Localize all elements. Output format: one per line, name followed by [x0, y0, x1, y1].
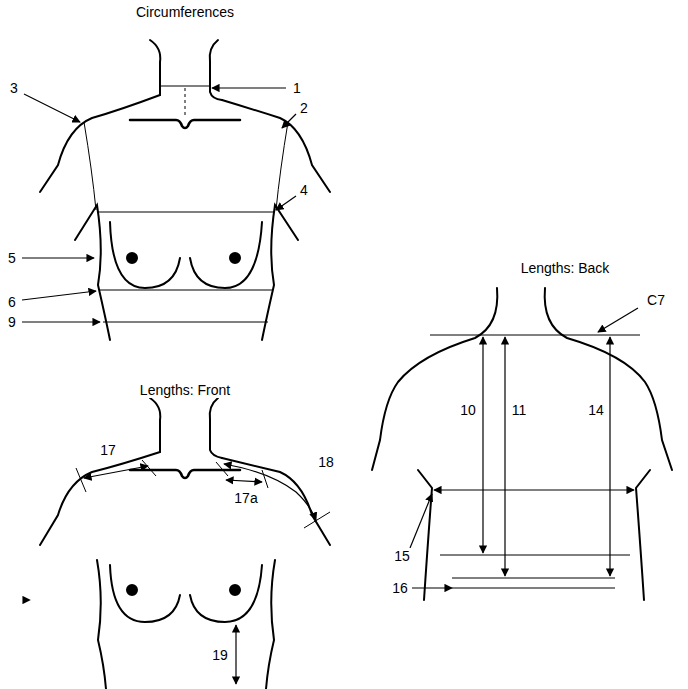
callout-number: 5 [7, 250, 17, 266]
callout-number: 3 [9, 80, 19, 96]
callout-number: 17 [99, 442, 117, 458]
callout-number: C7 [646, 292, 666, 308]
heading: Lengths: Back [520, 260, 611, 276]
callout-number: 2 [299, 100, 309, 116]
callout-number: 9 [7, 314, 17, 330]
callout-number: 11 [511, 402, 528, 418]
callout-number: 1 [292, 80, 302, 96]
callout-number: 17a [233, 490, 258, 506]
heading: Lengths: Front [139, 382, 231, 398]
callout-number: 19 [211, 647, 229, 663]
callout-number: 6 [7, 294, 17, 310]
callout-number: 18 [317, 454, 335, 470]
callout-number: 16 [391, 580, 409, 596]
callout-number: 14 [587, 402, 605, 418]
callout-number: 10 [459, 402, 477, 418]
callout-number: 15 [393, 548, 411, 564]
callout-number: 4 [299, 182, 309, 198]
heading: Circumferences [135, 4, 235, 20]
